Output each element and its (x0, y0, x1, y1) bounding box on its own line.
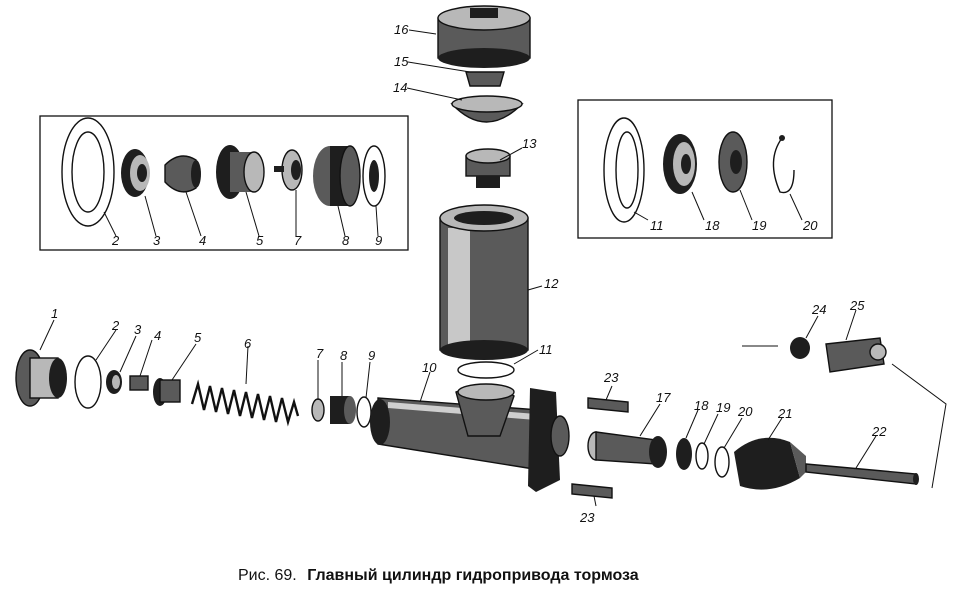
callout-14: 14 (393, 80, 407, 95)
part-17-piston (587, 431, 667, 468)
left-box-part-2-washer (61, 117, 115, 227)
callout-left-8: 8 (342, 233, 350, 248)
callout-row-20: 20 (737, 404, 753, 419)
callout-1: 1 (51, 306, 58, 321)
left-box-part-3-seal (121, 149, 150, 197)
callout-left-9: 9 (375, 233, 382, 248)
part-12-reservoir (439, 204, 529, 360)
right-box-part-11-gasket (603, 117, 645, 223)
left-box-part-8-spring-seat (313, 145, 361, 207)
callout-left-7: 7 (294, 233, 302, 248)
part-6-spring (190, 379, 300, 427)
callout-row-4: 4 (154, 328, 161, 343)
part-5-spring-cup (153, 378, 181, 406)
right-box-part-19-washer (718, 131, 748, 193)
callout-row-6: 6 (244, 336, 252, 351)
callout-row-18: 18 (694, 398, 709, 413)
part-13-filter (465, 148, 511, 188)
part-21-boot (734, 437, 806, 490)
part-23-bolt-top (587, 397, 629, 413)
callout-left-5: 5 (256, 233, 264, 248)
caption-title: Главный цилиндр гидропривода тормоза (307, 567, 639, 584)
callout-13: 13 (522, 136, 537, 151)
callout-24: 24 (811, 302, 826, 317)
callout-row-2: 2 (111, 318, 120, 333)
part-4-return-valve (129, 375, 149, 391)
callout-right-19: 19 (752, 218, 766, 233)
part-25-clevis (825, 337, 887, 373)
part-15-filter-nut (465, 71, 505, 87)
part-11-gasket-top (457, 361, 515, 379)
left-box-part-4-cup (164, 155, 201, 193)
part-18-seal (676, 438, 692, 470)
caption-prefix: Рис. 69. (238, 567, 297, 584)
left-box-part-7-valve (274, 149, 303, 191)
left-detail-box (39, 115, 409, 251)
part-3-valve-seat (106, 370, 122, 394)
callout-row-19: 19 (716, 400, 730, 415)
part-10-cylinder-body (370, 383, 570, 492)
callout-row-5: 5 (194, 330, 202, 345)
callout-row-22: 22 (871, 424, 887, 439)
part-23-bolt-bottom (571, 483, 613, 499)
right-detail-box (577, 99, 833, 239)
callout-right-20: 20 (802, 218, 818, 233)
callout-16: 16 (394, 22, 409, 37)
callout-row-21: 21 (777, 406, 792, 421)
right-box-part-18-seal (663, 134, 697, 194)
part-7-valve (311, 398, 325, 422)
callout-12: 12 (544, 276, 559, 291)
part-2-washer (74, 355, 102, 409)
callout-23-bottom: 23 (579, 510, 595, 525)
part-8-spring-seat (330, 396, 356, 424)
part-19-washer (695, 442, 709, 470)
callout-11: 11 (539, 342, 553, 357)
part-14-reflector (450, 95, 524, 123)
part-20-circlip (714, 446, 730, 478)
callout-row-17: 17 (656, 390, 671, 405)
part-22-pushrod (805, 463, 919, 485)
callout-25: 25 (849, 298, 865, 313)
part-9-ring (356, 396, 372, 428)
part-16-reservoir-cap (437, 5, 531, 68)
right-box-part-20-circlip (772, 135, 795, 194)
callout-right-18: 18 (705, 218, 720, 233)
left-box-part-5-piston (216, 145, 265, 199)
part-1-plug (15, 349, 67, 407)
part-24-nut (790, 337, 810, 359)
callout-left-4: 4 (199, 233, 206, 248)
callout-left-3: 3 (153, 233, 161, 248)
left-box-part-9-ring (362, 145, 386, 207)
callout-23-top: 23 (603, 370, 619, 385)
callout-left-2: 2 (111, 233, 120, 248)
callout-row-9: 9 (368, 348, 375, 363)
figure-caption: Рис. 69. Главный цилиндр гидропривода то… (238, 567, 639, 584)
callout-row-7: 7 (316, 346, 324, 361)
callout-10: 10 (422, 360, 437, 375)
callout-right-11: 11 (650, 218, 664, 233)
callout-15: 15 (394, 54, 409, 69)
callout-row-8: 8 (340, 348, 348, 363)
callout-row-3: 3 (134, 322, 142, 337)
